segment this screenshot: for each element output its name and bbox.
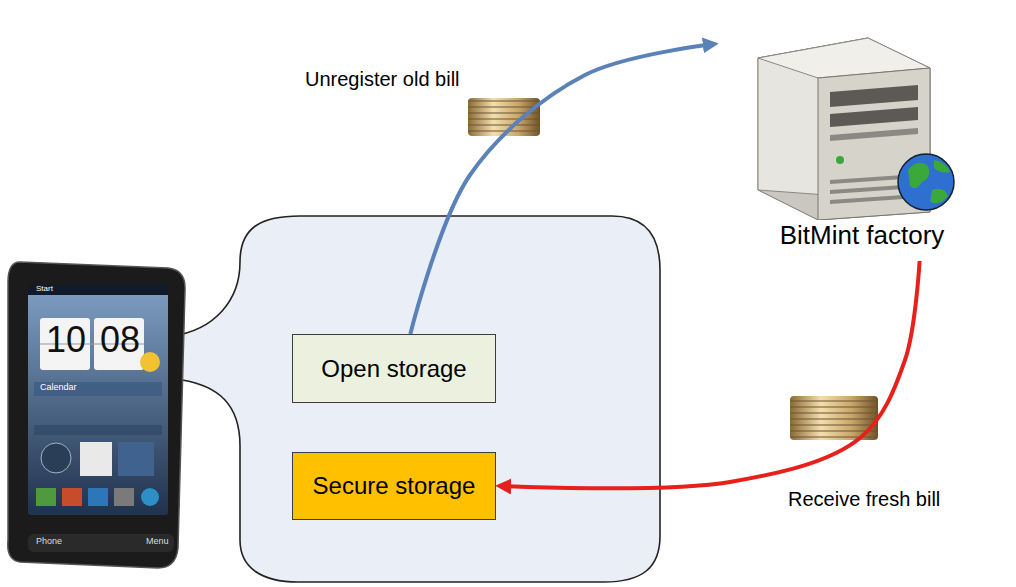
screen-text: Phone — [36, 537, 62, 546]
edge-label: Unregister old bill — [303, 68, 462, 91]
server-label: BitMint factory — [718, 220, 1006, 251]
coin-stack — [468, 98, 540, 136]
screen-text: Menu — [146, 537, 169, 546]
edge-label: Receive fresh bill — [786, 488, 942, 511]
clock-digit: 08 — [100, 322, 140, 358]
server-icon — [718, 30, 1006, 220]
server-node: BitMint factory — [718, 30, 1006, 261]
clock-digit: 10 — [46, 322, 86, 358]
box-label: Secure storage — [313, 472, 476, 500]
storage-box: Open storage — [292, 334, 496, 403]
storage-box: Secure storage — [292, 452, 496, 520]
storage-region — [172, 216, 660, 582]
phone-illustration — [8, 262, 185, 568]
flow-arrow — [500, 261, 920, 488]
screen-text: Start — [36, 285, 53, 293]
screen-text: Calendar — [40, 383, 77, 392]
box-label: Open storage — [321, 355, 466, 383]
